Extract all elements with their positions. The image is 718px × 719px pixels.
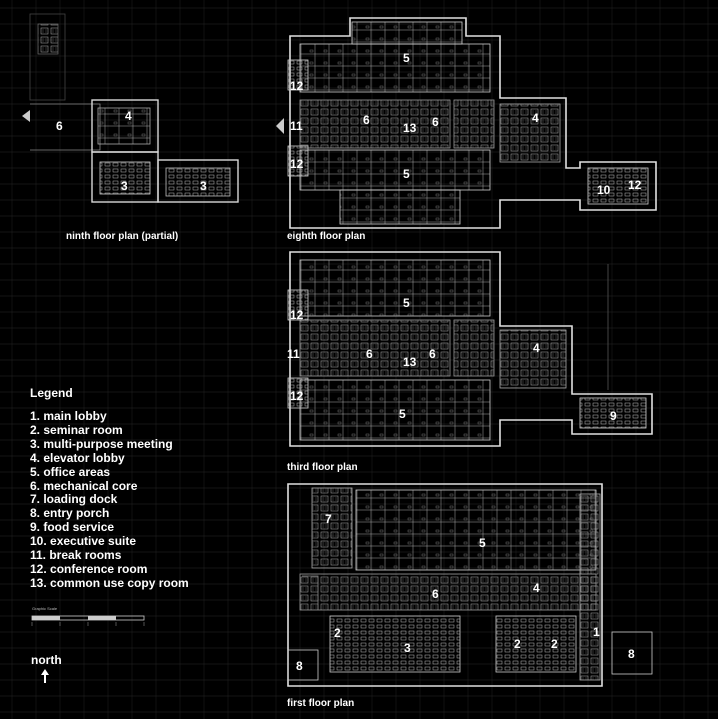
room-number: 11: [290, 119, 303, 133]
room-number: 5: [403, 167, 410, 181]
graphic-scale: Graphic Scale: [30, 604, 150, 634]
room-number: 5: [399, 407, 406, 421]
room-number: 5: [479, 536, 486, 550]
room-number: 9: [610, 409, 617, 423]
room-number: 4: [533, 581, 540, 595]
room-number: 6: [429, 347, 436, 361]
caption-third-floor: third floor plan: [287, 462, 358, 473]
legend-list: 1. main lobby 2. seminar room 3. multi-p…: [30, 409, 270, 591]
north-arrow-icon: [41, 669, 49, 683]
third-floor-plan: [287, 251, 653, 447]
room-number: 6: [56, 119, 63, 133]
room-number: 12: [290, 389, 304, 403]
room-number: 8: [628, 647, 635, 661]
legend-item: 11. break rooms: [30, 548, 122, 563]
room-number: 12: [290, 308, 304, 322]
legend-item: 3. multi-purpose meeting: [30, 436, 173, 451]
north-label: north: [31, 653, 62, 667]
room-number: 6: [432, 115, 439, 129]
room-number: 7: [325, 512, 332, 526]
room-number: 1: [593, 625, 600, 639]
caption-first-floor: first floor plan: [287, 698, 355, 709]
room-number: 4: [125, 109, 132, 123]
room-number: 6: [366, 347, 373, 361]
room-number: 10: [597, 183, 611, 197]
room-number: 4: [533, 341, 540, 355]
caption-eighth-floor: eighth floor plan: [287, 231, 366, 242]
room-number: 5: [403, 296, 410, 310]
ninth-floor-plan: [22, 13, 239, 203]
legend-item: 1. main lobby: [30, 409, 107, 423]
room-number: 12: [628, 178, 642, 192]
scale-bar-icon: [31, 615, 145, 626]
room-number: 3: [200, 179, 207, 193]
room-number: 2: [551, 637, 558, 651]
room-number: 8: [296, 659, 303, 673]
room-number: 4: [532, 111, 539, 125]
legend-item: 13. common use copy room: [30, 575, 189, 590]
legend-title: Legend: [30, 386, 73, 400]
room-number: 5: [403, 51, 410, 65]
room-number: 3: [121, 179, 128, 193]
legend-item: 12. conference room: [30, 561, 148, 576]
legend-item: 9. food service: [30, 520, 115, 535]
graphic-scale-label: Graphic Scale: [32, 606, 58, 611]
legend-item: 10. executive suite: [30, 534, 137, 549]
room-number: 2: [334, 626, 341, 640]
legend-item: 5. office areas: [30, 464, 111, 479]
legend: Legend 1. main lobby 2. seminar room 3. …: [30, 386, 270, 591]
room-number: 3: [404, 641, 411, 655]
legend-item: 7. loading dock: [30, 492, 118, 507]
legend-item: 4. elevator lobby: [30, 450, 125, 465]
room-number: 13: [403, 121, 417, 135]
room-number: 2: [514, 637, 521, 651]
caption-ninth-floor: ninth floor plan (partial): [66, 231, 179, 242]
legend-item: 8. entry porch: [30, 506, 110, 521]
room-number: 13: [403, 355, 417, 369]
room-number: 6: [432, 587, 439, 601]
room-number: 12: [290, 157, 304, 171]
first-floor-plan: [287, 483, 653, 687]
north-indicator: north: [31, 653, 62, 683]
room-number: 12: [290, 79, 304, 93]
eighth-floor-plan: [276, 17, 657, 229]
room-number: 11: [287, 347, 300, 361]
legend-item: 6. mechanical core: [30, 478, 138, 493]
room-numbers: 6 4 3 3 5 12 11 6 13 6 4 12 5 10 12 5 12…: [56, 51, 642, 673]
room-number: 6: [363, 113, 370, 127]
legend-item: 2. seminar room: [30, 422, 123, 437]
